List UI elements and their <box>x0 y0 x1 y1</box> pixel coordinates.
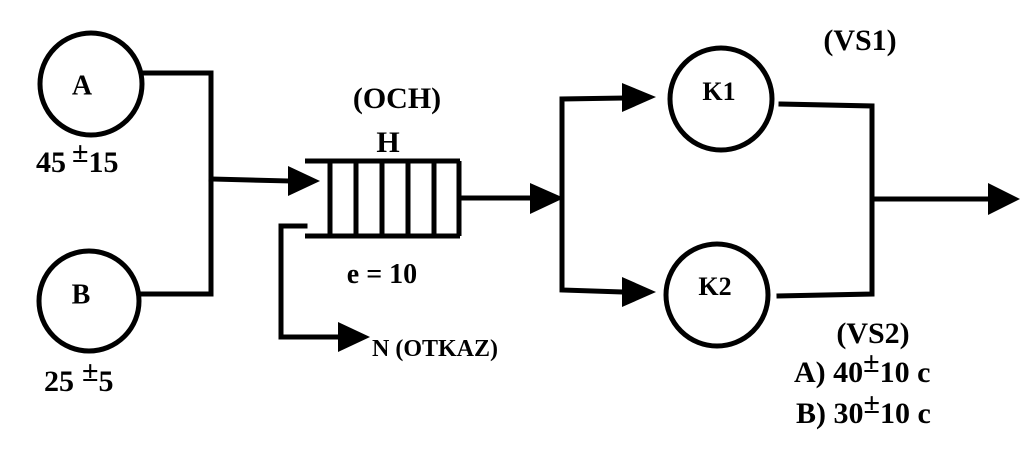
channel-join-lines <box>776 101 993 299</box>
system-output-arrowhead <box>988 183 1020 215</box>
channel-k1-label: K1 <box>702 77 735 106</box>
channel-k2-tag: (VS2) <box>836 317 909 350</box>
source-b-label: B <box>72 279 91 310</box>
source-a-rate: 45±15 <box>36 136 118 179</box>
channel-split-lines <box>559 95 627 295</box>
source-merge-lines <box>140 70 293 297</box>
source-a-label: A <box>72 70 93 101</box>
reject-label: N (OTKAZ) <box>372 336 498 362</box>
service-time-a: A) 40±10 c <box>794 346 930 389</box>
queue-input-arrowhead <box>288 166 320 196</box>
channel-k1-node <box>667 45 775 153</box>
channel-k2-label: K2 <box>698 272 731 301</box>
k1-input-arrowhead <box>622 83 656 112</box>
k2-input-arrowhead <box>622 277 656 307</box>
queue-label: H <box>376 126 399 159</box>
queue-capacity: e = 10 <box>347 259 417 290</box>
source-b-node <box>36 248 142 354</box>
service-time-b: B) 30±10 c <box>796 387 931 430</box>
reject-arrowhead <box>338 322 370 352</box>
channel-k1-tag: (VS1) <box>823 24 896 57</box>
queue-output-arrowhead <box>530 183 564 214</box>
channel-k2-node <box>663 241 771 349</box>
queue-title: (OCH) <box>353 82 441 115</box>
source-a-node <box>37 30 145 138</box>
reject-line <box>278 223 343 340</box>
source-b-rate: 25±5 <box>44 355 113 398</box>
queue-buffer <box>305 158 462 239</box>
